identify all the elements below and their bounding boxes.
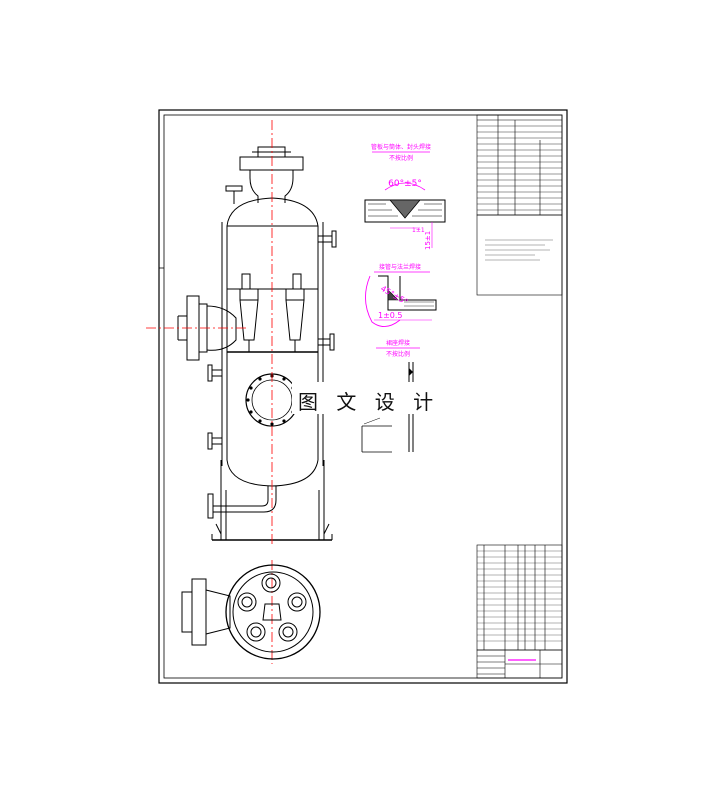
butt-weld-scale: 不按比例: [389, 154, 413, 162]
inner-frame: [163, 114, 563, 679]
support-weld-title: 裙座焊接: [386, 339, 410, 347]
vessel-plan-view: [181, 564, 321, 660]
vessel-elevation: [177, 146, 337, 541]
fillet-weld-gap: 1±0.5: [378, 311, 403, 320]
weld-detail-fillet: [365, 271, 437, 327]
outer-frame: [158, 109, 568, 684]
fillet-weld-angle: 45°±5°: [379, 284, 409, 307]
butt-weld-angle: 60°±5°: [388, 179, 422, 189]
butt-weld-gap: 1±1: [412, 227, 425, 234]
butt-weld-height: 15±1: [424, 231, 432, 250]
butt-weld-title: 管板与筒体、封头焊接: [371, 143, 431, 151]
weld-detail-butt: [364, 151, 446, 248]
drain-pipe: [213, 486, 269, 507]
top-flange: [239, 156, 304, 171]
title-block: [476, 649, 563, 679]
parts-list: [476, 544, 563, 651]
watermark-text: 图 文 设 计: [298, 390, 440, 414]
spec-table: [476, 114, 563, 296]
side-nozzles: [207, 185, 337, 450]
fillet-weld-title: 接管与法兰焊接: [379, 263, 421, 271]
support-weld-scale: 不按比例: [386, 350, 410, 358]
centerlines: [146, 120, 273, 664]
